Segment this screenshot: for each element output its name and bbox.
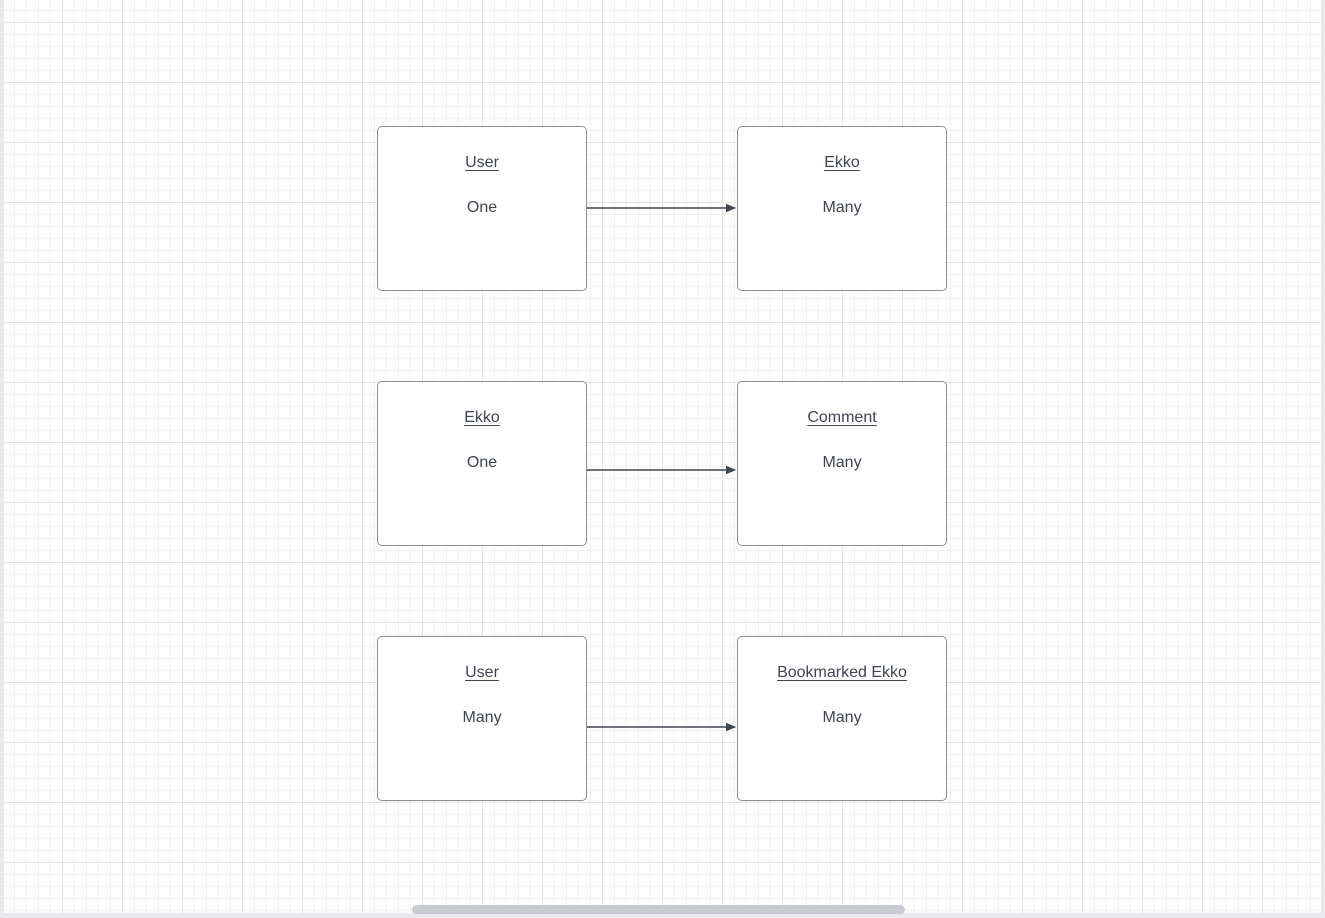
entity-title: Bookmarked Ekko [777, 664, 907, 681]
relationship-arrow[interactable] [587, 464, 737, 476]
entity-cardinality: Many [462, 709, 502, 726]
entity-user-one[interactable]: User One [377, 126, 587, 291]
entity-title: User [465, 664, 499, 681]
entity-ekko-many[interactable]: Ekko Many [737, 126, 947, 291]
entity-cardinality: Many [822, 199, 862, 216]
canvas-gutter-bottom [0, 913, 1325, 918]
entity-user-many[interactable]: User Many [377, 636, 587, 801]
entity-title: User [465, 154, 499, 171]
entity-title: Comment [807, 409, 877, 426]
entity-comment-many[interactable]: Comment Many [737, 381, 947, 546]
horizontal-scrollbar-thumb[interactable] [412, 905, 905, 914]
entity-title: Ekko [464, 409, 500, 426]
canvas-gutter-right [1321, 0, 1325, 918]
entity-cardinality: One [466, 199, 498, 216]
entity-ekko-one[interactable]: Ekko One [377, 381, 587, 546]
relationship-arrow[interactable] [587, 202, 737, 214]
entity-cardinality: One [466, 454, 498, 471]
entity-cardinality: Many [822, 454, 862, 471]
canvas-gutter-left [0, 0, 4, 918]
entity-title: Ekko [824, 154, 860, 171]
entity-bookmarked-ekko-many[interactable]: Bookmarked Ekko Many [737, 636, 947, 801]
relationship-arrow[interactable] [587, 721, 737, 733]
entity-cardinality: Many [822, 709, 862, 726]
